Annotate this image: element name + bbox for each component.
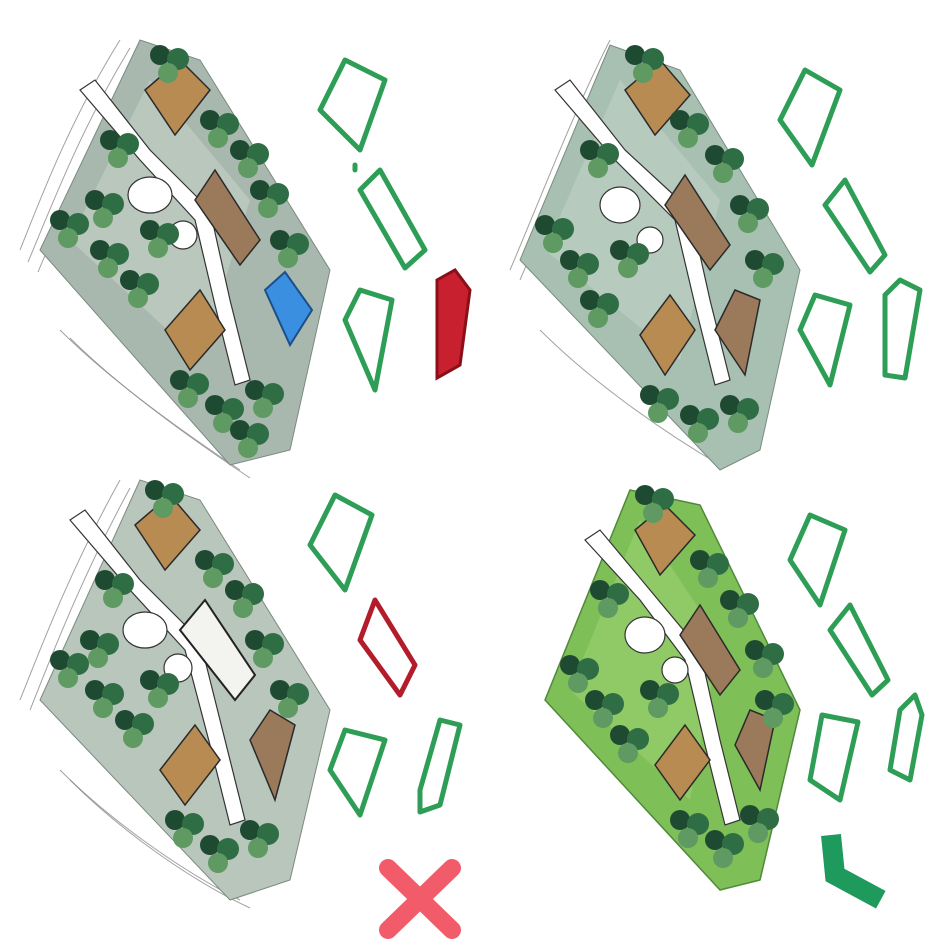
site-plan-top-left <box>20 40 470 478</box>
building-footprint-legend <box>790 515 922 800</box>
round-plaza <box>128 177 172 213</box>
site-plan-bottom-left <box>20 480 460 930</box>
pool-footprint-red <box>437 270 470 378</box>
building-footprint-legend <box>310 495 460 815</box>
site-plan-top-right <box>510 40 920 470</box>
building-footprint-legend <box>780 70 920 385</box>
site-plan-bottom-right <box>545 485 922 895</box>
building-footprint-red <box>360 600 415 695</box>
check-icon <box>832 845 872 895</box>
building-footprint-legend <box>320 60 470 390</box>
cross-icon <box>388 868 452 930</box>
